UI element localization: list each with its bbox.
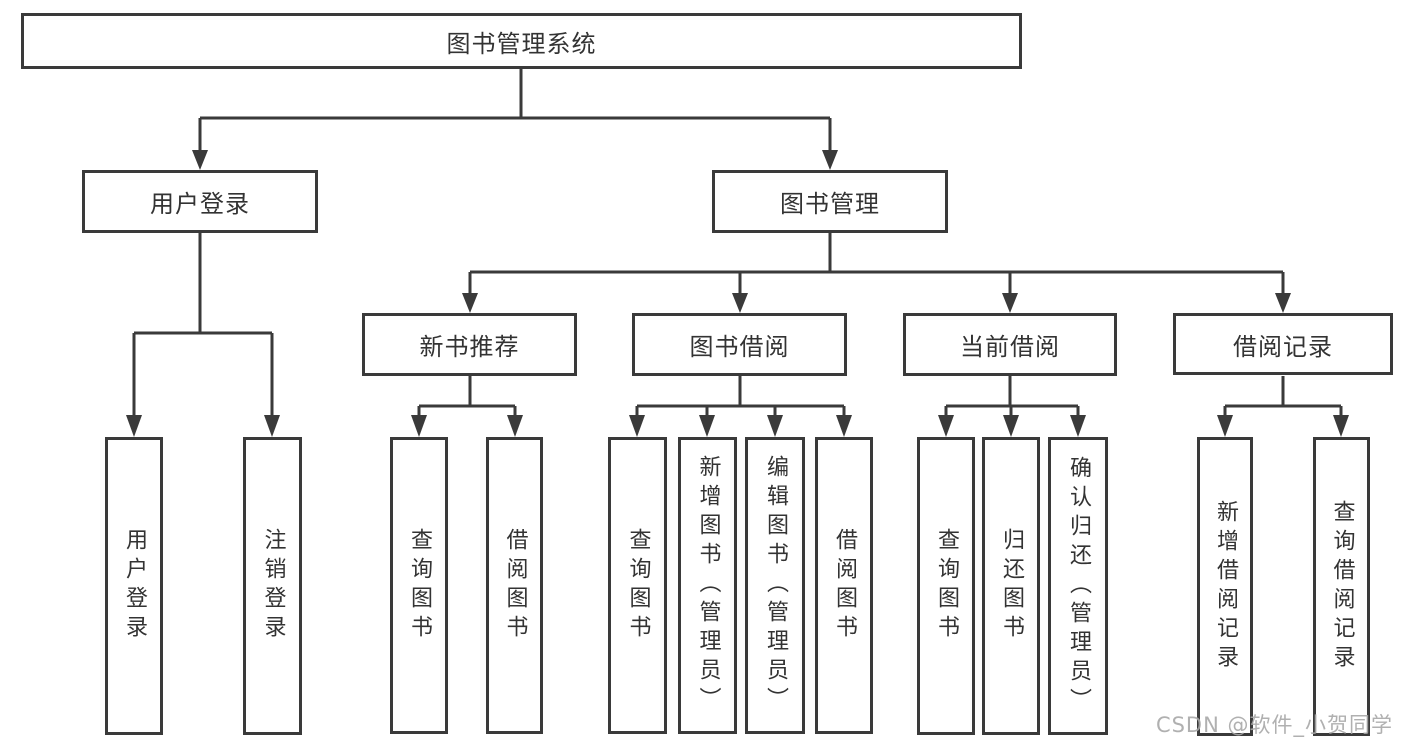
node-book-management: 图书管理 xyxy=(712,170,948,233)
node-user-login: 用户登录 xyxy=(82,170,318,233)
node-root: 图书管理系统 xyxy=(21,13,1022,69)
leaf-records-add-borrow-record: 新增借阅记录 xyxy=(1197,437,1253,736)
node-new-book-recommend: 新书推荐 xyxy=(362,313,577,376)
leaf-current-confirm-return-admin: 确认归还（管理员） xyxy=(1048,437,1108,735)
leaf-records-query-borrow-record: 查询借阅记录 xyxy=(1313,437,1370,736)
node-borrowing-records: 借阅记录 xyxy=(1173,313,1393,375)
node-current-borrowing: 当前借阅 xyxy=(903,313,1117,376)
leaf-borrowing-edit-books-admin: 编辑图书（管理员） xyxy=(745,437,805,734)
leaf-user-login: 用户登录 xyxy=(105,437,163,735)
leaf-recommend-borrow-books: 借阅图书 xyxy=(486,437,543,734)
node-book-borrowing: 图书借阅 xyxy=(632,313,847,376)
leaf-borrowing-query-books: 查询图书 xyxy=(608,437,667,734)
leaf-current-return-books: 归还图书 xyxy=(982,437,1040,735)
leaf-logout: 注销登录 xyxy=(243,437,302,735)
leaf-borrowing-add-books-admin: 新增图书（管理员） xyxy=(678,437,737,734)
csdn-watermark: CSDN @软件_小贺同学 xyxy=(1155,713,1393,737)
leaf-borrowing-borrow-books: 借阅图书 xyxy=(815,437,873,734)
leaf-current-query-books: 查询图书 xyxy=(917,437,975,735)
leaf-recommend-query-books: 查询图书 xyxy=(390,437,448,734)
